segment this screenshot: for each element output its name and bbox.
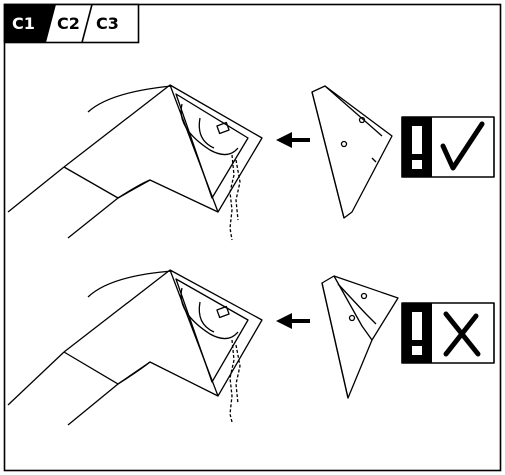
exclamation-icon — [402, 117, 432, 177]
tab-c1[interactable]: C1 — [12, 14, 35, 33]
cross-icon — [443, 311, 481, 357]
status-badge-correct — [401, 116, 495, 178]
tab-c1-bg — [4, 4, 56, 43]
tab-divider — [81, 4, 93, 43]
tab-c2[interactable]: C2 — [57, 14, 80, 33]
check-icon — [440, 121, 485, 171]
end-cap-illustration — [321, 275, 399, 399]
tab-c3[interactable]: C3 — [96, 14, 119, 33]
status-badge-incorrect — [401, 302, 495, 364]
arrow-left-icon — [276, 132, 310, 148]
panel-incorrect — [7, 269, 495, 426]
profile-illustration — [7, 269, 263, 426]
panel-correct — [7, 84, 495, 241]
end-cap-illustration — [311, 85, 393, 219]
tab-bar: C1 C2 C3 — [3, 3, 140, 44]
profile-illustration — [7, 84, 263, 241]
exclamation-icon — [402, 303, 432, 363]
arrow-left-icon — [276, 313, 310, 329]
page-frame — [3, 3, 502, 472]
